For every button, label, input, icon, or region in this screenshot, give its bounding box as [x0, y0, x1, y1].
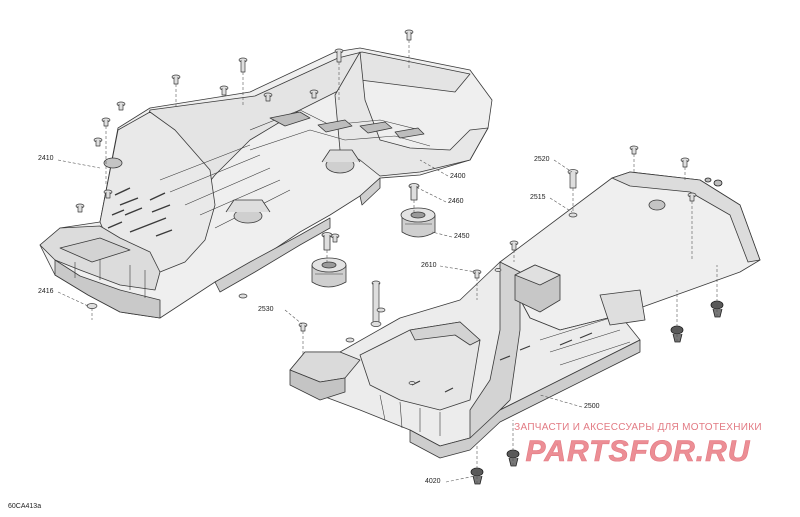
callout-2530: 2530 — [258, 306, 274, 313]
callout-2610: 2610 — [421, 262, 437, 269]
rear-fasteners — [298, 145, 697, 385]
front-floor-pan — [39, 47, 493, 319]
mount-bolt-left — [321, 232, 333, 251]
mount-bolt — [408, 183, 420, 201]
callout-2515: 2515 — [530, 194, 546, 201]
watermark-logo-text: PARTSFOR.RU — [526, 435, 751, 468]
figure-id: 60CA413a — [8, 503, 42, 510]
rubber-mount-right — [400, 207, 436, 238]
callout-2500: 2500 — [584, 403, 600, 410]
leader-lines — [57, 40, 718, 484]
upper-fasteners — [75, 29, 414, 309]
callout-2520: 2520 — [534, 156, 550, 163]
rear-floor-pan — [289, 171, 761, 459]
callout-2416: 2416 — [38, 288, 54, 295]
callout-2450: 2450 — [454, 233, 470, 240]
callout-2460: 2460 — [448, 198, 464, 205]
callout-2410: 2410 — [38, 155, 54, 162]
watermark: ЗАПЧАСТИ И АКСЕССУАРЫ ДЛЯ МОТОТЕХНИКИ PA… — [488, 422, 788, 468]
callout-4020: 4020 — [425, 478, 441, 485]
callout-2400: 2400 — [450, 173, 466, 180]
watermark-tagline: ЗАПЧАСТИ И АКСЕССУАРЫ ДЛЯ МОТОТЕХНИКИ — [514, 422, 762, 433]
rubber-mount-left — [311, 257, 347, 288]
watermark-logo: PARTSFOR.RU — [525, 435, 751, 468]
